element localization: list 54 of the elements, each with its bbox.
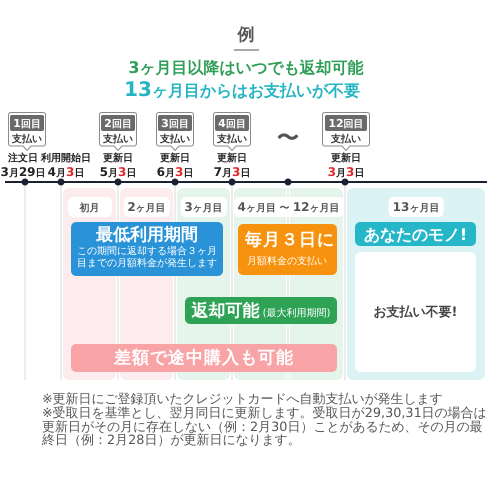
date-caption: 注文日 bbox=[8, 153, 38, 164]
month-tab: 3ヶ月目 bbox=[180, 197, 227, 217]
date-value: 3月29日 bbox=[0, 164, 46, 181]
payment-label: 支払い bbox=[103, 133, 133, 146]
heading-banner bbox=[355, 222, 476, 246]
footnote: ※更新日にご登録頂いたクレジットカードへ自動支払いが発生します bbox=[42, 393, 444, 407]
payment-callout bbox=[8, 112, 46, 151]
payment-number-tag: 12回目 bbox=[325, 115, 367, 131]
date-value: 6月3日 bbox=[156, 164, 194, 181]
box-description: 月額料金の支払い bbox=[247, 256, 327, 268]
payment-callout bbox=[99, 112, 137, 151]
month-tab: 13ヶ月目 bbox=[388, 197, 444, 217]
info-box bbox=[238, 224, 337, 275]
period-bar bbox=[71, 344, 337, 372]
date-caption: 更新日 bbox=[160, 153, 190, 164]
box-heading: 最低利用期間 bbox=[96, 225, 198, 246]
month-tab: 4ヶ月目 〜 12ヶ月目 bbox=[233, 197, 344, 217]
date-caption: 利用開始日 bbox=[41, 153, 91, 164]
payment-label: 支払い bbox=[217, 133, 247, 146]
payment-label: 支払い bbox=[331, 133, 361, 146]
info-box bbox=[71, 222, 223, 276]
date-value: 5月3日 bbox=[100, 164, 136, 181]
payment-callout bbox=[213, 112, 251, 151]
payment-label: 支払い bbox=[12, 133, 42, 146]
headline: 3ヶ月目以降はいつでも返却可能 bbox=[128, 58, 364, 78]
payment-callout bbox=[156, 112, 194, 151]
bar-note: (最大利用期間) bbox=[262, 306, 330, 320]
bar-heading: 返却可能 bbox=[192, 300, 260, 322]
payment-number-tag: 2回目 bbox=[101, 115, 135, 131]
month-tab: 初月 bbox=[68, 197, 112, 217]
headline: 13ヶ月目からはお支払いが不要 bbox=[124, 78, 360, 102]
month-tab: 2ヶ月目 bbox=[123, 197, 170, 217]
box-description: この期間に返却する場合３ヶ月目までの月額料金が発生します bbox=[76, 246, 218, 270]
period-column bbox=[347, 188, 485, 380]
payment-number-tag: 4回目 bbox=[215, 115, 249, 131]
date-value: 4月3日 bbox=[48, 164, 84, 181]
date-value: 3月3日 bbox=[328, 164, 364, 181]
date-caption: 更新日 bbox=[331, 153, 361, 164]
payment-callout bbox=[322, 112, 370, 151]
period-bar bbox=[185, 297, 337, 324]
box-message: お支払い不要! bbox=[374, 304, 458, 321]
box-heading: 毎月３日に bbox=[245, 229, 335, 251]
box-heading: 差額で途中購入も可能 bbox=[114, 348, 294, 368]
diagram-title: 例 bbox=[238, 25, 254, 45]
date-caption: 更新日 bbox=[103, 153, 133, 164]
message-card bbox=[355, 252, 476, 372]
footnote: ※受取日を基準とし、翌月同日に更新します。受取日が29,30,31日の場合は更新日がその月に存在しない（例：2月30日）ことがあるため、その月の最終日（例：2月28日）が更新日になります。 bbox=[42, 407, 488, 448]
payment-label: 支払い bbox=[160, 133, 190, 146]
date-caption: 更新日 bbox=[217, 153, 247, 164]
box-heading: あなたのモノ! bbox=[364, 224, 468, 244]
payment-number-tag: 3回目 bbox=[158, 115, 192, 131]
date-value: 7月3日 bbox=[214, 164, 250, 181]
range-tilde: 〜 bbox=[277, 127, 299, 151]
payment-number-tag: 1回目 bbox=[10, 115, 44, 131]
